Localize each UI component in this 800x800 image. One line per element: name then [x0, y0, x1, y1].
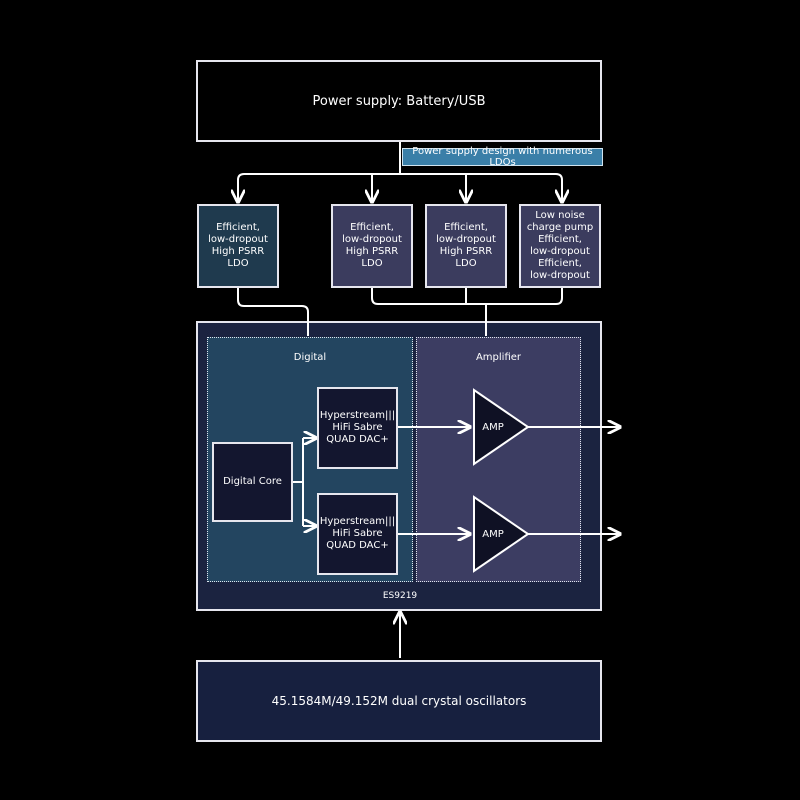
- ldo-box-2: Efficient, low-dropout High PSRR LDO: [331, 204, 413, 288]
- dac-top-line-2: HiFi Sabre: [332, 422, 383, 433]
- amp-label-bottom: AMP: [482, 528, 504, 540]
- ldo-box-3: Efficient, low-dropout High PSRR LDO: [425, 204, 507, 288]
- power-supply-label: Power supply: Battery/USB: [312, 93, 486, 109]
- chip-label: ES9219: [382, 591, 418, 601]
- ldo-4-line-4: low-dropout: [530, 246, 590, 257]
- ldo-4-line-1: Low noise: [535, 210, 585, 221]
- ldo-3-line-3: High PSRR LDO: [439, 246, 493, 269]
- power-supply-box: Power supply: Battery/USB: [196, 60, 602, 142]
- ldo-2-line-1: Efficient,: [350, 222, 394, 233]
- ldo-4-line-2: charge pump: [526, 222, 594, 233]
- ldo-2-line-3: High PSRR LDO: [345, 246, 399, 269]
- ldo-1-line-1: Efficient,: [216, 222, 260, 233]
- amplifier-region: [416, 337, 581, 582]
- ldo-note-label: Power supply design with numerous LDOs: [412, 146, 593, 168]
- ldo-4-line-3: Efficient,: [538, 234, 582, 245]
- dac-bottom-line-1: Hyperstream|||: [319, 516, 396, 527]
- dac-bottom-line-2: HiFi Sabre: [332, 528, 383, 539]
- dac-bottom-line-3: QUAD DAC+: [326, 540, 389, 551]
- ldo-1-line-3: High PSRR LDO: [211, 246, 265, 269]
- oscillator-label: 45.1584M/49.152M dual crystal oscillator…: [271, 694, 527, 708]
- ldo-3-line-1: Efficient,: [444, 222, 488, 233]
- ldo-4-line-5: Efficient,: [538, 258, 582, 269]
- ldo-box-1: Efficient, low-dropout High PSRR LDO: [197, 204, 279, 288]
- ldo-box-4: Low noise charge pump Efficient, low-dro…: [519, 204, 601, 288]
- ldo-4-line-6: low-dropout: [530, 270, 590, 281]
- digital-core-label: Digital Core: [223, 476, 282, 487]
- dac-top-line-3: QUAD DAC+: [326, 434, 389, 445]
- ldo-1-line-2: low-dropout: [208, 234, 268, 245]
- amp-label-top: AMP: [482, 421, 504, 433]
- amplifier-label: Amplifier: [475, 351, 522, 363]
- digital-core-box: Digital Core: [212, 442, 293, 522]
- ldo-note: Power supply design with numerous LDOs: [402, 146, 603, 168]
- dac-box-top: Hyperstream||| HiFi Sabre QUAD DAC+: [317, 387, 398, 469]
- ldo-2-line-2: low-dropout: [342, 234, 402, 245]
- ldo-3-line-2: low-dropout: [436, 234, 496, 245]
- dac-top-line-1: Hyperstream|||: [319, 410, 396, 421]
- dac-box-bottom: Hyperstream||| HiFi Sabre QUAD DAC+: [317, 493, 398, 575]
- digital-label: Digital: [293, 351, 327, 363]
- oscillator-box: 45.1584M/49.152M dual crystal oscillator…: [196, 660, 602, 742]
